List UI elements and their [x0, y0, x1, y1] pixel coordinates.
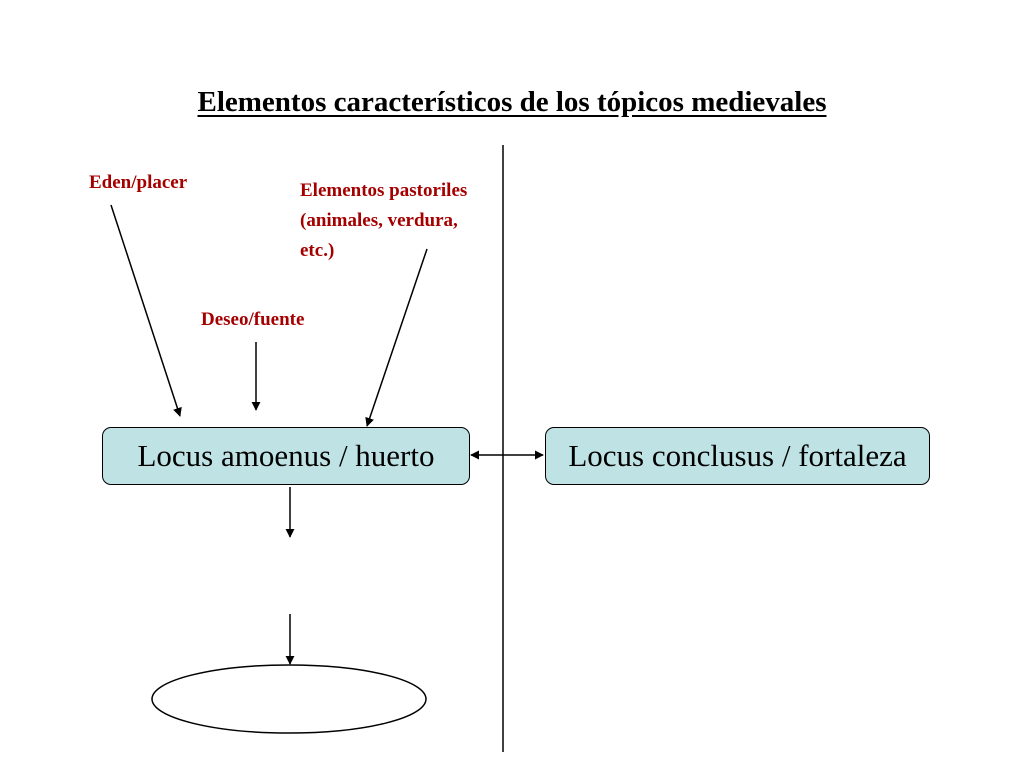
- box-locus-conclusus: Locus conclusus / fortaleza: [545, 427, 930, 485]
- box-locus-amoenus: Locus amoenus / huerto: [102, 427, 470, 485]
- box-label: Locus conclusus / fortaleza: [568, 438, 907, 473]
- arrow-eden-to-amoenus: [110, 204, 182, 417]
- label-line: Elementos pastoriles: [300, 180, 468, 201]
- label-eden-placer: Eden/placer: [89, 172, 188, 193]
- label-line: (animales, verdura,: [300, 210, 458, 231]
- label-line: etc.): [300, 240, 335, 261]
- empty-ellipse: [151, 664, 427, 734]
- label-elementos-pastoriles: Elementos pastoriles (animales, verdura,…: [300, 176, 467, 266]
- page-title: Elementos característicos de los tópicos…: [197, 86, 827, 118]
- arrow-pastoriles-to-amoenus: [365, 248, 428, 427]
- label-deseo-fuente: Deseo/fuente: [201, 309, 305, 330]
- box-label: Locus amoenus / huerto: [137, 438, 435, 473]
